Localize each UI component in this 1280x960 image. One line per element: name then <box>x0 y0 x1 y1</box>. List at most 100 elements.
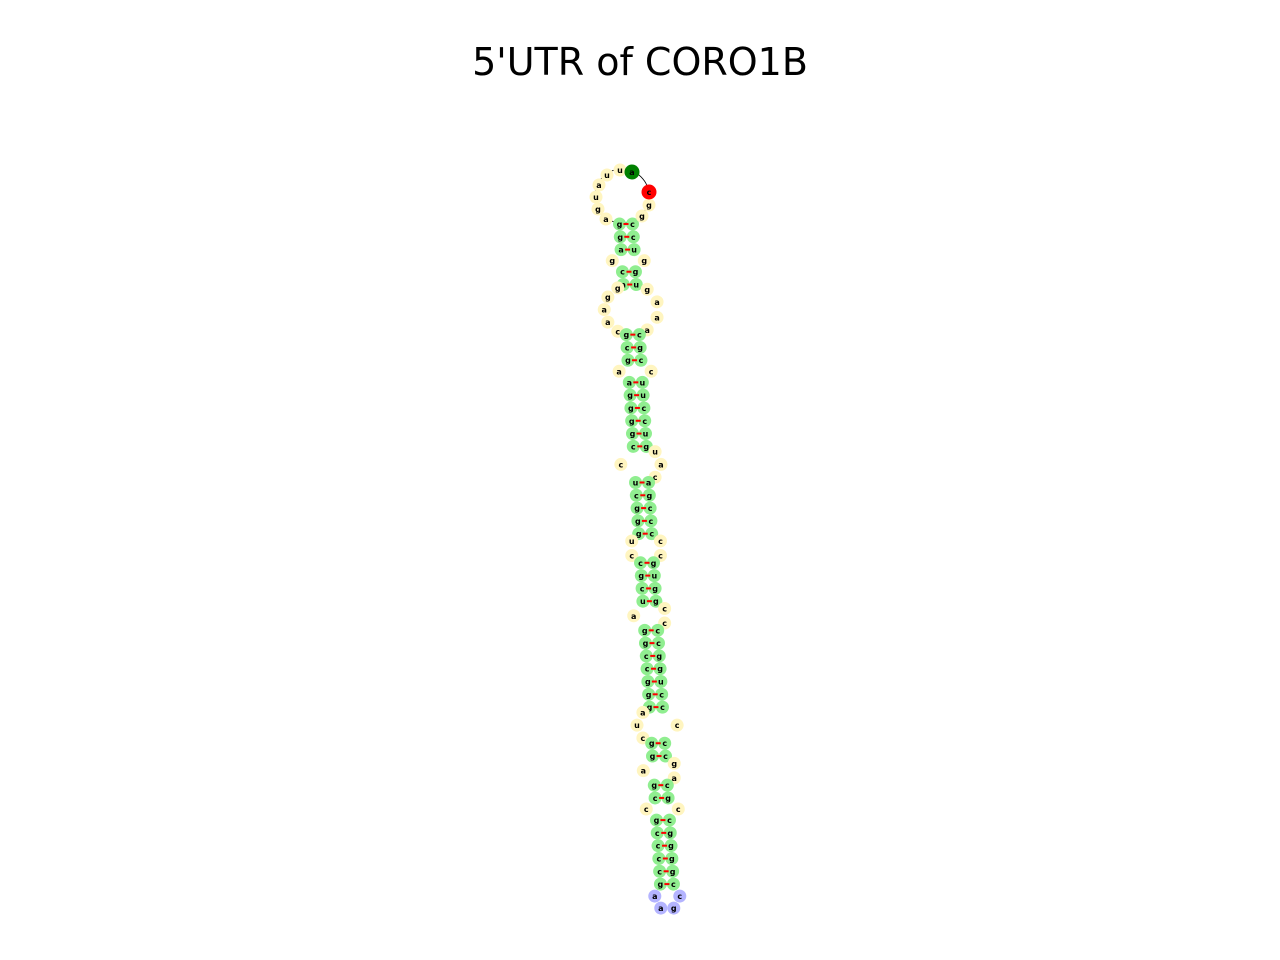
svg-text:u: u <box>651 572 657 581</box>
svg-text:a: a <box>616 367 621 376</box>
nucleotide-stem-left: u <box>636 594 650 608</box>
nucleotide-stem-right: c <box>637 401 651 415</box>
svg-text:u: u <box>640 597 646 606</box>
svg-text:c: c <box>641 734 646 743</box>
svg-text:u: u <box>633 281 639 290</box>
svg-text:u: u <box>634 721 640 730</box>
svg-text:a: a <box>641 767 646 776</box>
svg-text:a: a <box>602 306 607 315</box>
svg-text:c: c <box>662 604 667 613</box>
svg-text:g: g <box>643 639 649 648</box>
svg-text:c: c <box>631 233 636 242</box>
svg-text:g: g <box>633 268 639 277</box>
nucleotide-stem-right: u <box>635 375 649 389</box>
svg-text:c: c <box>638 559 643 568</box>
svg-text:g: g <box>658 880 664 889</box>
nucleotide-loop: c <box>658 601 672 615</box>
nucleotide-stem-left: g <box>631 514 645 528</box>
nucleotide-loop: u <box>600 168 614 182</box>
svg-text:g: g <box>657 665 663 674</box>
nucleotide-hairpin: a <box>648 889 662 903</box>
svg-text:c: c <box>615 327 620 336</box>
svg-text:a: a <box>646 478 651 487</box>
nucleotide-stem-left: g <box>625 427 639 441</box>
nucleotide-stem-right: u <box>647 569 661 583</box>
svg-text:g: g <box>645 678 651 687</box>
svg-text:c: c <box>630 220 635 229</box>
svg-text:u: u <box>640 391 646 400</box>
svg-text:g: g <box>646 201 652 210</box>
nucleotide-loop: u <box>630 718 644 732</box>
nucleotide-stem-left: c <box>629 488 643 502</box>
svg-text:c: c <box>620 268 625 277</box>
nucleotide-stem-left: a <box>614 243 628 257</box>
nucleotide-stem-right: c <box>666 877 680 891</box>
nucleotide-loop: a <box>636 705 650 719</box>
nucleotide-stem-right: c <box>626 230 640 244</box>
nucleotide-loop: g <box>637 254 651 268</box>
nucleotide-stem-right: c <box>658 749 672 763</box>
svg-text:u: u <box>658 678 664 687</box>
nucleotide-stem-right: a <box>642 475 656 489</box>
nucleotide-stem-left: c <box>634 556 648 570</box>
three-prime-end: c <box>641 184 657 200</box>
svg-text:a: a <box>658 460 663 469</box>
nucleotide-stem-right: c <box>632 328 646 342</box>
nucleotide-stem-right: g <box>647 556 661 570</box>
nucleotide-loop: g <box>635 209 649 223</box>
nucleotide-stem-left: c <box>639 649 653 663</box>
svg-text:a: a <box>672 774 677 783</box>
nucleotide-stem-right: g <box>652 649 666 663</box>
nucleotide-loop: a <box>650 310 664 324</box>
nucleotide-stem-left: c <box>653 864 667 878</box>
nucleotide-stem-right: c <box>658 736 672 750</box>
svg-text:c: c <box>653 473 658 482</box>
svg-text:c: c <box>658 537 663 546</box>
nucleotide-stem-left: g <box>641 675 655 689</box>
svg-text:g: g <box>609 257 615 266</box>
nucleotide-hairpin: a <box>654 901 668 915</box>
svg-text:g: g <box>671 759 677 768</box>
nucleotide-stem-left: g <box>613 230 627 244</box>
nucleotide-loop: c <box>639 802 653 816</box>
svg-text:c: c <box>655 626 660 635</box>
nucleotide-stem-left: g <box>638 623 652 637</box>
nucleotide-loop: g <box>601 290 615 304</box>
svg-text:c: c <box>662 619 667 628</box>
nucleotide-stem-right: u <box>636 388 650 402</box>
nucleotide-stem-right: c <box>645 527 659 541</box>
nucleotide-loop: c <box>625 549 639 563</box>
nucleotide-stem-right: c <box>651 636 665 650</box>
svg-text:c: c <box>675 721 680 730</box>
nucleotide-stem-right: g <box>649 594 663 608</box>
svg-text:g: g <box>652 584 658 593</box>
nucleotide-stem-left: c <box>640 662 654 676</box>
svg-text:c: c <box>644 652 649 661</box>
nucleotide-stem-left: g <box>649 813 663 827</box>
svg-text:c: c <box>634 491 639 500</box>
nucleotide-stem-left: g <box>653 877 667 891</box>
svg-text:g: g <box>628 404 634 413</box>
svg-text:g: g <box>646 690 652 699</box>
svg-text:c: c <box>644 805 649 814</box>
nucleotide-loop: c <box>653 534 667 548</box>
nucleotide-stem-left: g <box>645 749 659 763</box>
nucleotide-loop: a <box>599 212 613 226</box>
svg-text:c: c <box>657 867 662 876</box>
nucleotide-loop: g <box>611 281 625 295</box>
nucleotide-stem-right: c <box>634 353 648 367</box>
svg-text:c: c <box>647 188 652 197</box>
nucleotide-loop: c <box>670 718 684 732</box>
nucleotide-stem-left: g <box>634 569 648 583</box>
svg-text:a: a <box>658 904 663 913</box>
nucleotide-stem-left: c <box>635 581 649 595</box>
nucleotide-loop: g <box>667 756 681 770</box>
nucleotide-hairpin: c <box>673 889 687 903</box>
svg-text:a: a <box>627 378 632 387</box>
nucleotide-loop: u <box>589 190 603 204</box>
nucleotide-stem-left: g <box>638 636 652 650</box>
nucleotide-loop: g <box>642 198 656 212</box>
svg-text:g: g <box>642 626 648 635</box>
nucleotide-stem-left: g <box>625 414 639 428</box>
